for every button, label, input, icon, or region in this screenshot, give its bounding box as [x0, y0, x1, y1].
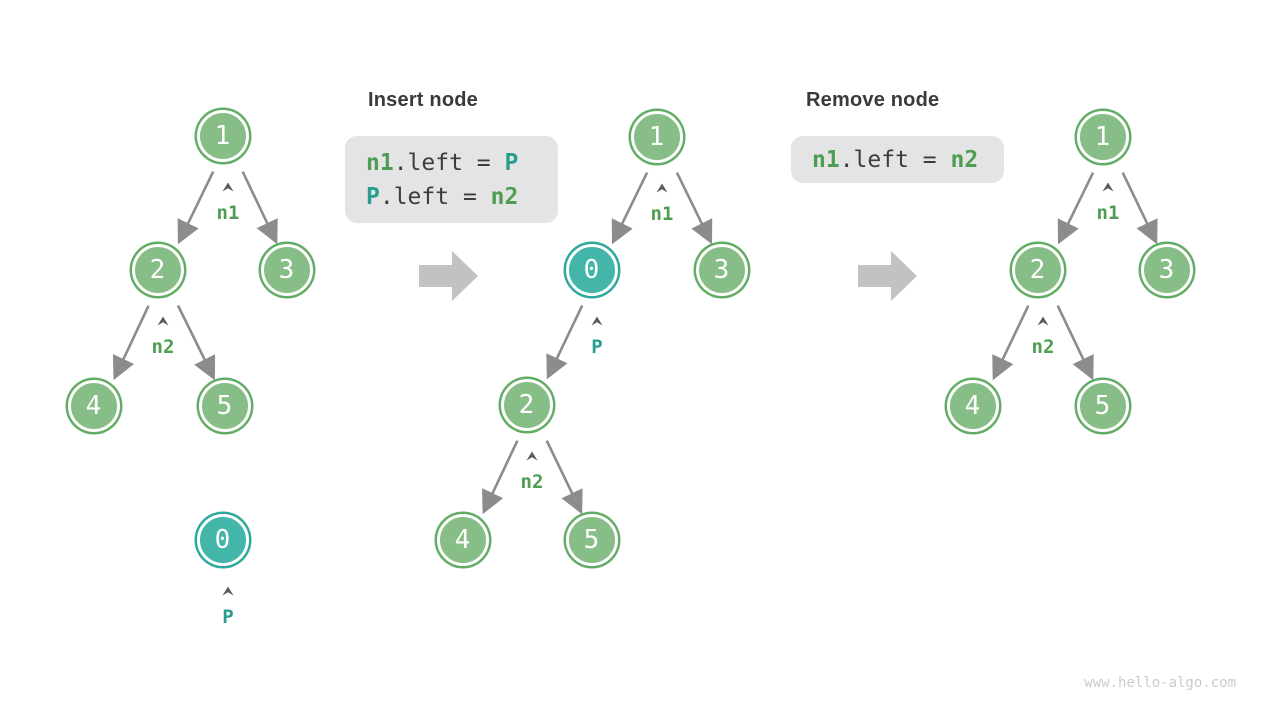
code-token: n1 — [366, 150, 394, 176]
code-token: .left = — [393, 150, 505, 176]
pointer-caret-icon — [1102, 182, 1114, 192]
code-line: n1.left = P — [366, 146, 558, 180]
pointer-label-n2: n2 — [151, 336, 175, 358]
tree-node-inserted-p: 0 — [565, 243, 618, 296]
insert-section-title: Insert node — [368, 89, 478, 111]
tree-node: 2 — [500, 378, 553, 431]
pointer-caret-icon — [526, 451, 538, 461]
insert-code-box: n1.left = P P.left = n2 — [345, 136, 558, 223]
site-watermark: www.hello-algo.com — [1084, 675, 1236, 691]
tree-node: 2 — [131, 243, 184, 296]
pointer-label-p: P — [222, 606, 234, 628]
transition-arrow-icon — [419, 251, 478, 301]
tree-node: 4 — [946, 379, 999, 432]
pointer-label-n1: n1 — [1096, 202, 1120, 224]
code-line: n1.left = n2 — [812, 143, 1004, 177]
pointer-caret-icon — [157, 316, 169, 326]
tree-node: 4 — [67, 379, 120, 432]
pointer-label-n2: n2 — [1031, 336, 1055, 358]
tree-node: 3 — [695, 243, 748, 296]
pointer-label-n1: n1 — [650, 203, 674, 225]
pointer-label-n1: n1 — [216, 202, 240, 224]
pointer-caret-icon — [591, 316, 603, 326]
remove-section-title: Remove node — [806, 89, 940, 111]
remove-code-box: n1.left = n2 — [791, 136, 1004, 183]
pointer-caret-icon — [222, 586, 234, 596]
code-token: .left = — [839, 147, 951, 173]
tree-node: 3 — [260, 243, 313, 296]
code-token: n1 — [812, 147, 840, 173]
tree-node: 2 — [1011, 243, 1064, 296]
transition-arrow-icon — [858, 251, 917, 301]
code-line: P.left = n2 — [366, 180, 558, 214]
tree-node-detached-p: 0 — [196, 513, 249, 566]
pointer-caret-icon — [656, 183, 668, 193]
tree-node: 5 — [565, 513, 618, 566]
code-token: n2 — [950, 147, 979, 173]
transition-arrows — [419, 251, 917, 301]
pointer-caret-icon — [1037, 316, 1049, 326]
pointer-caret-icon — [222, 182, 234, 192]
code-token: P — [366, 184, 380, 210]
code-token: P — [504, 150, 519, 176]
tree-node: 4 — [436, 513, 489, 566]
code-token: .left = — [379, 184, 491, 210]
tree-node: 1 — [630, 110, 683, 163]
tree-node: 5 — [1076, 379, 1129, 432]
tree-node: 3 — [1140, 243, 1193, 296]
tree-node: 1 — [1076, 110, 1129, 163]
tree-node: 5 — [198, 379, 251, 432]
tree-node: 1 — [196, 109, 249, 162]
pointer-label-n2: n2 — [520, 471, 544, 493]
pointer-label-p: P — [591, 336, 603, 358]
code-token: n2 — [490, 184, 519, 210]
